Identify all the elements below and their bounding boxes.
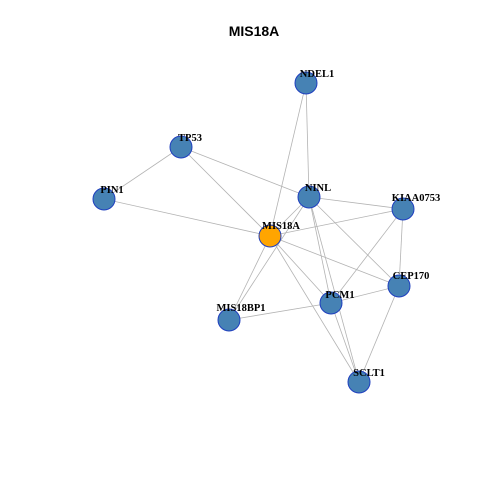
edge-ndel1-mis18a <box>269 82 307 237</box>
node-tp53: TP53 <box>169 133 202 159</box>
edge-tp53-mis18a <box>180 146 271 237</box>
node-label-tp53: TP53 <box>178 133 202 144</box>
node-pin1: PIN1 <box>92 185 124 211</box>
node-ninl: NINL <box>297 183 331 209</box>
edge-kiaa0753-mis18a <box>269 208 404 237</box>
node-label-ninl: NINL <box>305 183 331 194</box>
edge-mis18a-pcm1 <box>269 235 332 304</box>
node-label-cep170: CEP170 <box>393 271 430 282</box>
node-label-sclt1: SCLT1 <box>353 368 385 379</box>
edge-ninl-cep170 <box>308 196 400 287</box>
node-mis18bp1: MIS18BP1 <box>216 303 266 332</box>
node-circle-kiaa0753 <box>391 197 415 221</box>
graph-title: MIS18A <box>229 23 280 39</box>
node-circle-mis18bp1 <box>217 308 241 332</box>
edge-cep170-pcm1 <box>330 285 400 304</box>
edge-ninl-kiaa0753 <box>308 196 404 210</box>
node-circle-mis18a <box>258 224 282 248</box>
edge-mis18a-cep170 <box>269 235 400 287</box>
node-pcm1: PCM1 <box>319 290 355 315</box>
node-label-mis18bp1: MIS18BP1 <box>216 303 265 314</box>
node-circle-sclt1 <box>347 370 371 394</box>
node-mis18a: MIS18A <box>258 221 300 248</box>
edge-pcm1-mis18bp1 <box>228 302 332 321</box>
node-sclt1: SCLT1 <box>347 368 385 394</box>
edge-kiaa0753-pcm1 <box>330 208 404 304</box>
node-circle-tp53 <box>169 135 193 159</box>
node-circle-pcm1 <box>319 291 343 315</box>
node-kiaa0753: KIAA0753 <box>391 193 440 221</box>
node-label-kiaa0753: KIAA0753 <box>392 193 440 204</box>
edge-mis18a-sclt1 <box>269 235 360 383</box>
edge-ninl-mis18bp1 <box>228 196 310 321</box>
node-circle-pin1 <box>92 187 116 211</box>
node-label-ndel1: NDEL1 <box>300 69 334 80</box>
edge-kiaa0753-cep170 <box>398 208 404 287</box>
edge-pcm1-sclt1 <box>330 302 360 383</box>
edge-mis18a-mis18bp1 <box>228 235 271 321</box>
node-circle-ndel1 <box>294 71 318 95</box>
edge-layer <box>103 82 404 383</box>
edge-tp53-ninl <box>180 146 310 198</box>
node-cep170: CEP170 <box>387 271 430 298</box>
node-ndel1: NDEL1 <box>294 69 334 95</box>
edge-pin1-mis18a <box>103 198 271 237</box>
edge-ninl-pcm1 <box>308 196 332 304</box>
edge-tp53-pin1 <box>103 146 182 200</box>
node-circle-ninl <box>297 185 321 209</box>
node-label-pcm1: PCM1 <box>325 290 354 301</box>
edge-ndel1-ninl <box>305 82 310 198</box>
node-circle-cep170 <box>387 274 411 298</box>
edge-ninl-sclt1 <box>308 196 360 383</box>
node-label-mis18a: MIS18A <box>262 221 300 232</box>
edge-cep170-sclt1 <box>358 285 400 383</box>
node-label-pin1: PIN1 <box>100 185 123 196</box>
